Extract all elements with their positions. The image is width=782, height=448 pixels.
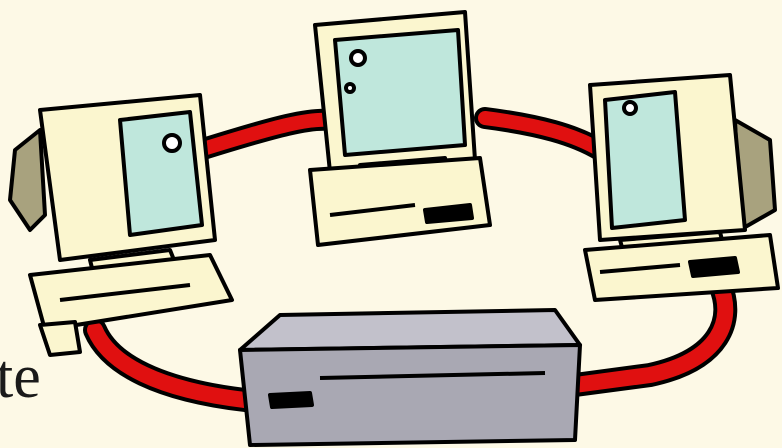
right-workstation-icon bbox=[585, 75, 778, 300]
server-icon bbox=[240, 310, 580, 445]
left-workstation-icon bbox=[10, 95, 232, 355]
center-workstation-icon bbox=[310, 12, 490, 245]
caption-fragment: te bbox=[0, 346, 41, 408]
